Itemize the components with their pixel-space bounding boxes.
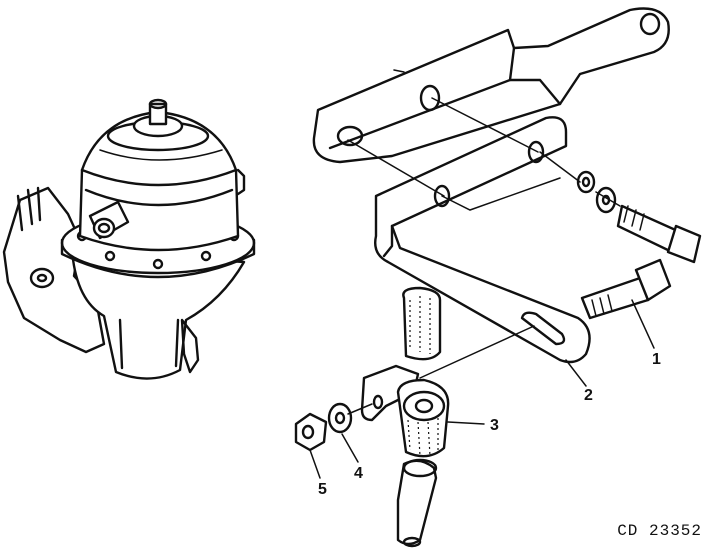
assembly-line-washer	[347, 403, 373, 415]
callout-3: 3	[490, 417, 499, 434]
washers-upper	[576, 170, 617, 214]
upper-mounting-bracket	[312, 7, 670, 164]
callout-1: 1	[652, 351, 661, 368]
callout-5: 5	[318, 481, 327, 498]
bolt-part-1	[580, 258, 672, 320]
fuel-pump	[2, 98, 256, 380]
hose-clip-part-3	[360, 286, 450, 458]
leader-lines	[309, 299, 655, 479]
nut-part-5	[294, 412, 328, 452]
callout-2: 2	[584, 387, 593, 404]
fuel-hose	[396, 458, 438, 548]
bolt-upper	[616, 204, 702, 264]
assembly-lines	[347, 97, 621, 379]
washer-part-4	[327, 402, 353, 434]
drawing-reference-code: CD 23352	[617, 522, 702, 540]
callout-4: 4	[354, 465, 363, 482]
l-bracket-part-2	[374, 116, 591, 364]
